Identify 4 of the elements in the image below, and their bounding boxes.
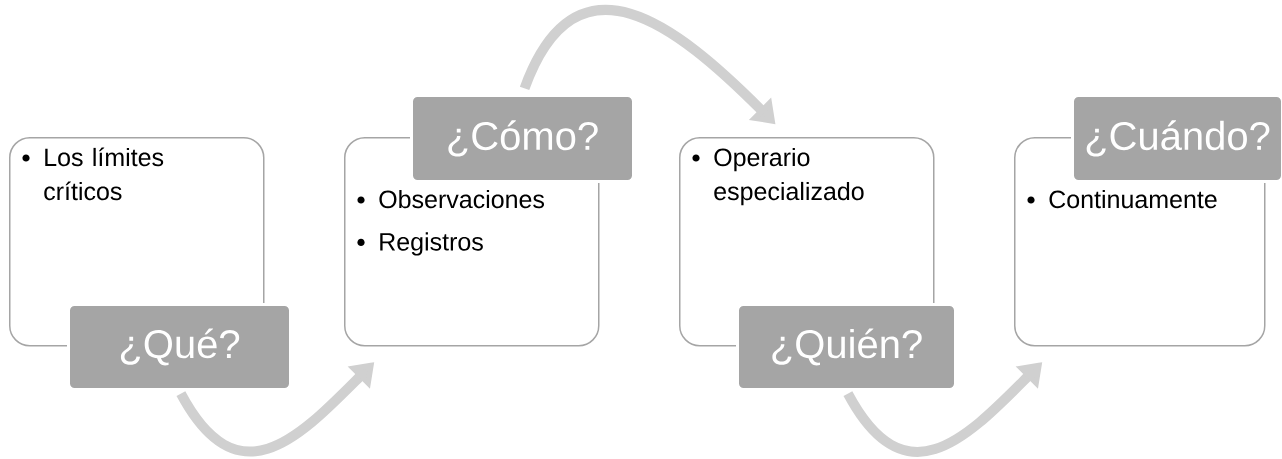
header-tab: ¿Cómo?: [410, 94, 635, 183]
header-tab: ¿Qué?: [67, 303, 292, 391]
header-tab: ¿Quién?: [736, 303, 957, 391]
header-tab: ¿Cuándo?: [1071, 94, 1282, 183]
